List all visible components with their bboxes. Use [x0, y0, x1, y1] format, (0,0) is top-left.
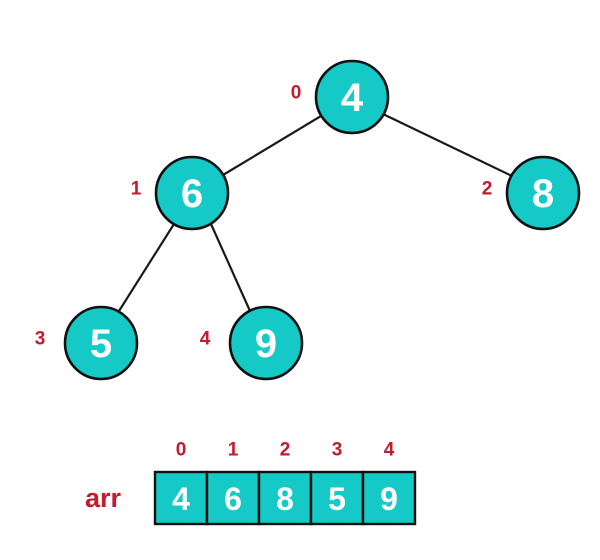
array-cell-1[interactable]: 6 — [205, 470, 261, 526]
array-cell-box-0[interactable] — [153, 470, 209, 526]
tree-edge-0-2 — [383, 113, 514, 178]
array-index-label-0: 0 — [176, 440, 187, 461]
tree-edge-1-4 — [209, 222, 252, 313]
array-cell-0[interactable]: 4 — [153, 470, 209, 526]
node-value-3: 5 — [90, 322, 112, 366]
tree-edge-1-3 — [117, 222, 176, 313]
node-circle-2[interactable] — [505, 155, 581, 231]
array-index-label-3: 3 — [332, 440, 343, 461]
tree-node-3[interactable]: 5 — [63, 305, 139, 381]
array-name-label: arr — [85, 483, 122, 513]
node-value-1: 6 — [181, 172, 203, 216]
array-cell-value-3: 5 — [328, 481, 346, 517]
tree-node-0[interactable]: 4 — [314, 59, 390, 135]
array-cell-3[interactable]: 5 — [309, 470, 365, 526]
array-cell-value-1: 6 — [224, 481, 242, 517]
array-cell-value-0: 4 — [172, 481, 190, 517]
node-index-label-3: 3 — [35, 329, 46, 350]
array-cell-2[interactable]: 8 — [257, 470, 313, 526]
node-circle-0[interactable] — [314, 59, 390, 135]
array-cell-value-2: 8 — [276, 481, 294, 517]
node-index-label-0: 0 — [291, 83, 302, 104]
node-value-2: 8 — [532, 172, 554, 216]
node-value-4: 9 — [255, 322, 277, 366]
array-index-label-2: 2 — [280, 440, 291, 461]
array-index-label-1: 1 — [228, 440, 239, 461]
node-index-label-4: 4 — [200, 329, 211, 350]
array-cell-4[interactable]: 9 — [361, 470, 417, 526]
node-value-0: 4 — [341, 76, 364, 120]
tree-edge-0-1 — [221, 114, 323, 177]
tree-edges — [117, 113, 514, 313]
array-cell-box-1[interactable] — [205, 470, 261, 526]
node-circle-1[interactable] — [154, 155, 230, 231]
node-circle-4[interactable] — [228, 305, 304, 381]
array-representation: arr 4 0 6 1 8 2 5 3 9 4 — [85, 440, 417, 526]
tree-node-4[interactable]: 9 — [228, 305, 304, 381]
tree-node-2[interactable]: 8 — [505, 155, 581, 231]
array-cell-box-4[interactable] — [361, 470, 417, 526]
tree-node-1[interactable]: 6 — [154, 155, 230, 231]
node-index-label-1: 1 — [131, 179, 142, 200]
node-circle-3[interactable] — [63, 305, 139, 381]
tree-nodes: 4 0 6 1 8 2 5 3 9 4 — [35, 59, 581, 381]
array-index-label-4: 4 — [384, 440, 395, 461]
array-cell-box-2[interactable] — [257, 470, 313, 526]
array-cell-value-4: 9 — [380, 481, 398, 517]
node-index-label-2: 2 — [482, 179, 493, 200]
